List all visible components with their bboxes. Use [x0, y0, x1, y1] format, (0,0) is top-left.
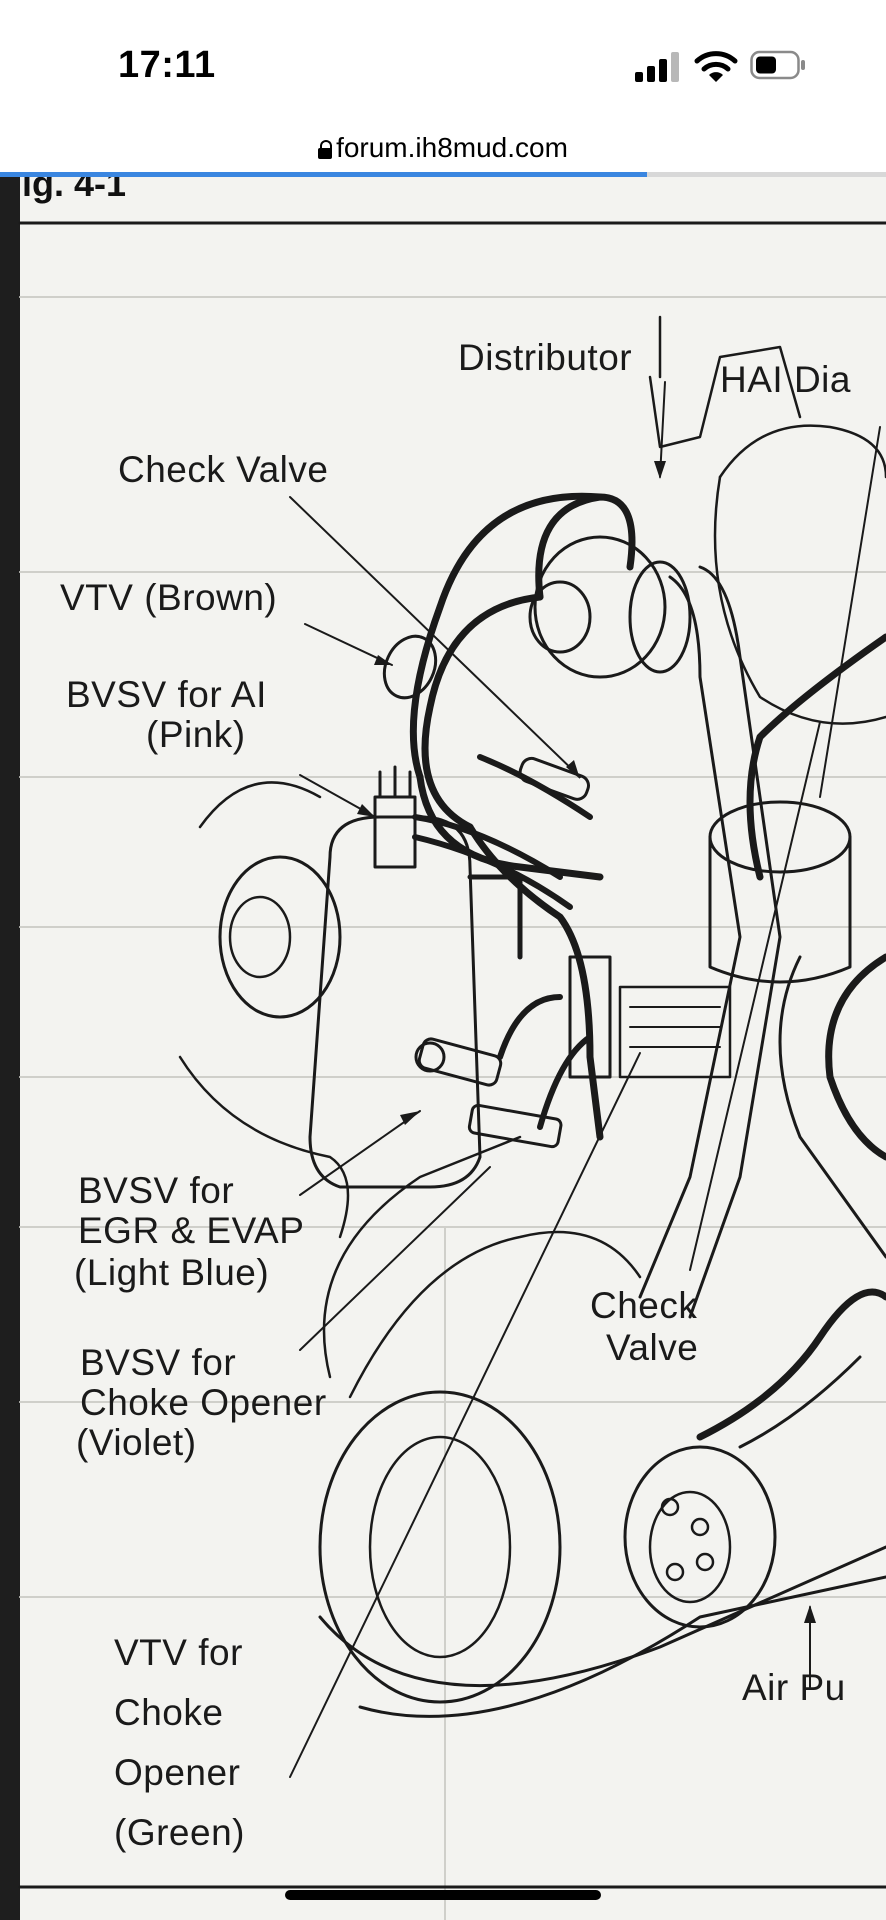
label-hai-diaphragm: HAI Dia	[720, 359, 851, 400]
battery-icon	[750, 50, 806, 80]
label-check-valve-mid-line2: Valve	[606, 1327, 699, 1368]
status-bar: 17:11	[0, 0, 886, 128]
scan-left-border	[0, 177, 20, 1920]
label-bvsv-choke-line1: BVSV for	[80, 1342, 237, 1383]
label-vtv-choke-line1: VTV for	[114, 1632, 243, 1673]
label-vtv-brown: VTV (Brown)	[60, 577, 278, 618]
label-vtv-choke-line4: (Green)	[114, 1812, 245, 1853]
label-bvsv-egr-line2: EGR & EVAP	[78, 1210, 305, 1251]
figure-reference: ig. 4-1	[22, 177, 127, 204]
lock-icon	[318, 140, 333, 159]
url-text: forum.ih8mud.com	[336, 132, 568, 163]
diagram-image: ig. 4-1 Distributor HAI Dia Check Valve …	[0, 177, 886, 1920]
label-bvsv-egr-line3: (Light Blue)	[74, 1252, 270, 1293]
label-bvsv-egr-line1: BVSV for	[78, 1170, 235, 1211]
label-bvsv-choke-line3: (Violet)	[76, 1422, 197, 1463]
status-time: 17:11	[118, 44, 216, 86]
home-indicator[interactable]	[285, 1890, 601, 1900]
label-bvsv-ai-line2: (Pink)	[146, 714, 246, 755]
label-vtv-choke-line2: Choke	[114, 1692, 224, 1733]
page-load-progress	[0, 172, 886, 177]
label-distributor: Distributor	[458, 337, 633, 378]
signal-icon	[635, 52, 681, 82]
label-check-valve-top: Check Valve	[118, 449, 329, 490]
label-bvsv-choke-line2: Choke Opener	[80, 1382, 327, 1423]
label-vtv-choke-line3: Opener	[114, 1752, 241, 1793]
wifi-icon	[694, 48, 738, 84]
engine-vacuum-diagram	[18, 221, 886, 1920]
address-bar[interactable]: forum.ih8mud.com	[0, 128, 886, 172]
label-bvsv-ai-line1: BVSV for AI	[66, 674, 267, 715]
label-check-valve-mid-line1: Check	[590, 1285, 698, 1326]
label-air-pump: Air Pu	[742, 1667, 846, 1708]
page-load-progress-fill	[0, 172, 647, 177]
